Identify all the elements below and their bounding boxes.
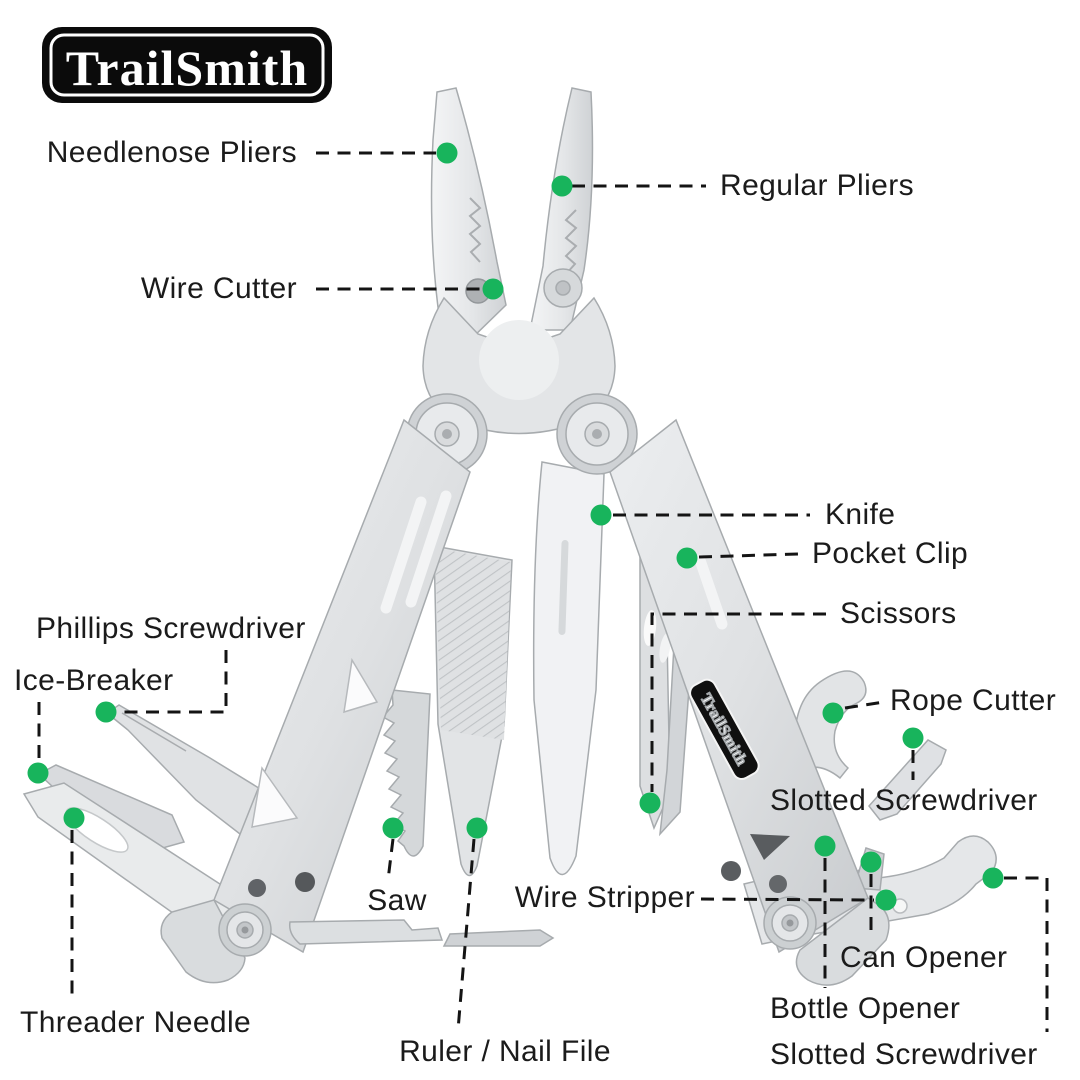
dot-wire-cutter (482, 278, 504, 300)
handle-right-art (609, 418, 869, 954)
handle-left-hole-b (248, 879, 266, 897)
connector-saw (386, 838, 395, 881)
connector-rope-cutter (844, 700, 885, 710)
jaw-right-serration (564, 209, 578, 275)
dot-ruler-nail-file (466, 817, 488, 839)
label-pocket-clip: Pocket Clip (812, 537, 968, 570)
label-scissors: Scissors (840, 597, 957, 630)
dot-regular-pliers (551, 175, 573, 197)
dot-rope-cutter (822, 702, 844, 724)
label-can-opener: Can Opener (840, 941, 1007, 974)
handle-left-cutout-b (251, 766, 299, 828)
slotted-screwdriver-right-art (868, 739, 947, 821)
label-wire-stripper: Wire Stripper (515, 881, 695, 914)
handle-left-slot-b (405, 490, 452, 608)
awl-spike-art (442, 929, 555, 947)
handle-right-hole-b (769, 875, 787, 893)
logo-text: TrailSmith (66, 40, 308, 96)
handle-right-hole-a (721, 861, 741, 881)
connector-slotted-screwdriver-bottom (1004, 876, 1049, 1032)
label-wire-cutter: Wire Cutter (141, 272, 297, 305)
label-ruler-nail-file: Ruler / Nail File (399, 1035, 611, 1068)
dot-threader-needle (63, 807, 85, 829)
annotations: Needlenose Pliers Regular Pliers Wire Cu… (14, 136, 1056, 1071)
knife-groove (558, 540, 569, 635)
jaw-pivot-screw-center (555, 280, 571, 296)
label-phillips-screwdriver: Phillips Screwdriver (36, 612, 306, 645)
dot-needlenose-pliers (436, 142, 458, 164)
label-slotted-screwdriver-bottom: Slotted Screwdriver (770, 1038, 1038, 1071)
handle-right-pivot-screw (763, 896, 817, 950)
label-bottle-opener: Bottle Opener (770, 992, 960, 1025)
connector-scissors (650, 612, 826, 792)
dot-bottle-opener (814, 835, 836, 857)
connector-ruler-nail-file (456, 838, 476, 1031)
label-rope-cutter: Rope Cutter (890, 684, 1056, 717)
label-knife: Knife (825, 498, 895, 531)
label-ice-breaker: Ice-Breaker (14, 664, 173, 697)
label-threader-needle: Threader Needle (20, 1006, 251, 1039)
dot-can-opener (860, 851, 882, 873)
handle-right-foot (795, 897, 890, 986)
nail-file-hatch (435, 548, 511, 740)
brand-logo: TrailSmith (42, 27, 332, 103)
jaw-left-serration (468, 197, 482, 263)
handle-left-pivot-screw (218, 903, 272, 957)
label-slotted-screwdriver-right: Slotted Screwdriver (770, 784, 1038, 817)
pivot-wheel-right (556, 393, 638, 475)
dot-scissors (639, 792, 661, 814)
connector-wire-stripper (700, 897, 875, 902)
dot-phillips-screwdriver (95, 701, 117, 723)
logo-inner-border (49, 33, 325, 97)
multitool-art: TrailSmith (22, 87, 997, 986)
logo-plate (42, 27, 332, 103)
handle-left-hole-a (295, 872, 315, 892)
head-center-disc (479, 320, 559, 400)
phillips-groove-art (121, 712, 187, 752)
dot-ice-breaker (27, 762, 49, 784)
dot-wire-stripper (875, 889, 897, 911)
dot-pocket-clip (676, 547, 698, 569)
label-saw: Saw (367, 884, 427, 917)
dot-slotted-screwdriver-bottom (982, 867, 1004, 889)
kickstand-bar-art (288, 919, 444, 945)
handle-right-cutout (750, 834, 790, 860)
dot-slotted-screwdriver-right (902, 727, 924, 749)
label-needlenose-pliers: Needlenose Pliers (47, 136, 297, 169)
scissors-slot-b (659, 633, 671, 663)
dot-knife (590, 504, 612, 526)
connector-pocket-clip (698, 552, 799, 559)
connector-phillips-screwdriver (118, 650, 228, 714)
knife-blade-art (532, 461, 605, 876)
dot-saw (382, 817, 404, 839)
handle-left-cutout-a (343, 657, 379, 714)
handle-left-art (213, 418, 471, 954)
label-regular-pliers: Regular Pliers (720, 169, 914, 202)
rope-cutter-art (794, 670, 867, 780)
handle-left-slot-a (380, 496, 427, 614)
